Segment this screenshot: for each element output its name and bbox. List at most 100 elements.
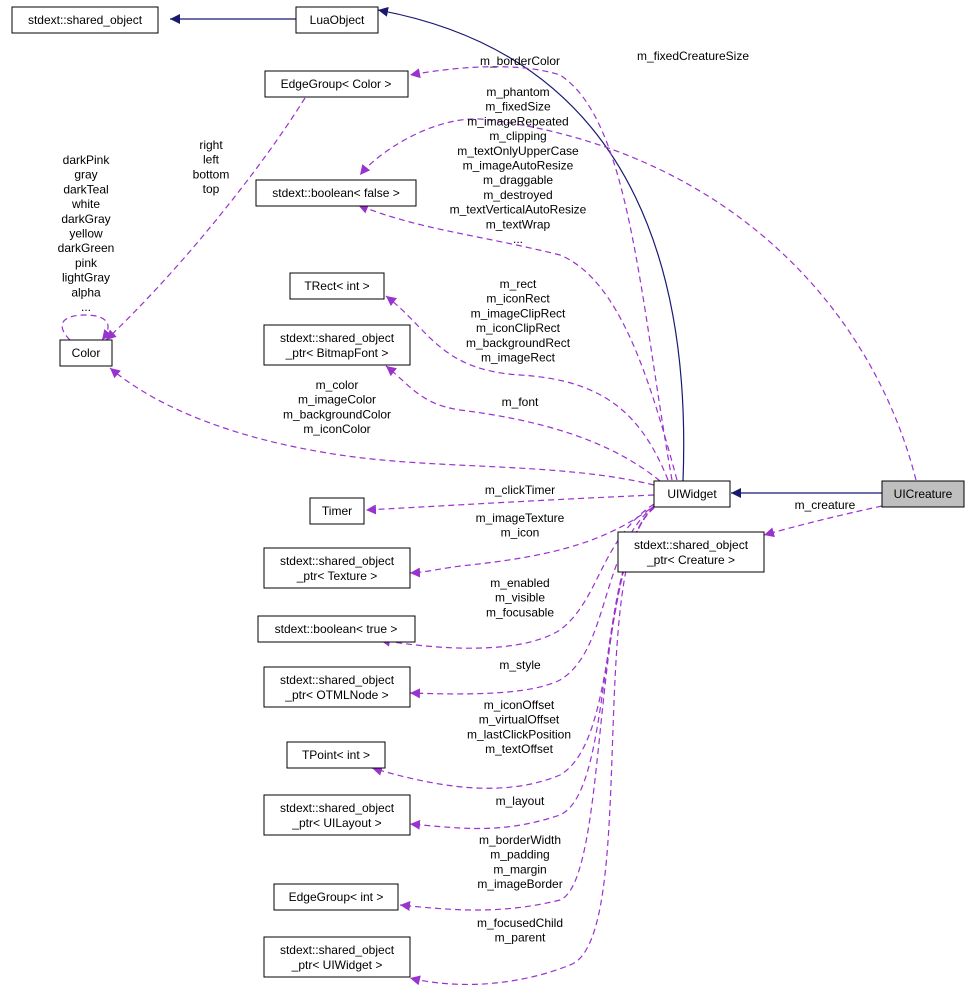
edge-label-line: alpha bbox=[71, 285, 101, 299]
node-uiwidget[interactable]: UIWidget bbox=[653, 480, 731, 508]
edge-label-line: m_textVerticalAutoResize bbox=[450, 203, 587, 217]
node-label-line2: _ptr< UIWidget > bbox=[291, 958, 383, 972]
node-shared-ptr-creature[interactable]: stdext::shared_object _ptr< Creature > bbox=[617, 531, 765, 573]
node-label-line1: stdext::shared_object bbox=[280, 801, 395, 815]
node-label-line2: _ptr< Texture > bbox=[296, 569, 378, 583]
edge-label-line: darkPink bbox=[63, 153, 111, 167]
edge-label-style: m_style bbox=[499, 658, 541, 672]
edge-label-line: m_imageBorder bbox=[477, 877, 562, 891]
node-label-line2: _ptr< Creature > bbox=[646, 553, 735, 567]
edge-label-line: m_iconOffset bbox=[484, 698, 555, 712]
edge-widgets bbox=[409, 507, 655, 986]
edge-label-line: m_parent bbox=[495, 931, 546, 945]
node-label-line2: _ptr< OTMLNode > bbox=[284, 688, 388, 702]
node-shared-ptr-bitmapfont[interactable]: stdext::shared_object _ptr< BitmapFont > bbox=[263, 324, 411, 366]
node-edge-group-int[interactable]: EdgeGroup< int > bbox=[273, 883, 399, 911]
edge-label-line: m_backgroundRect bbox=[466, 336, 571, 350]
edge-label-line: m_fixedCreatureSize bbox=[637, 49, 749, 63]
node-label: TRect< int > bbox=[304, 279, 369, 293]
edge-label-line: m_imageColor bbox=[298, 393, 376, 407]
edge-creature bbox=[763, 505, 883, 538]
node-tpoint-int[interactable]: TPoint< int > bbox=[286, 741, 386, 769]
edge-label-line: gray bbox=[74, 168, 97, 182]
edge-fixed-creature-size bbox=[359, 118, 917, 481]
edge-booleans-true bbox=[379, 503, 655, 649]
edge-label-line: m_draggable bbox=[483, 173, 553, 187]
edges bbox=[61, 6, 917, 986]
node-label: LuaObject bbox=[310, 13, 365, 27]
node-label: UICreature bbox=[894, 487, 953, 501]
edge-label-line: top bbox=[203, 182, 220, 196]
edge-label-line: bottom bbox=[193, 167, 230, 181]
node-timer[interactable]: Timer bbox=[309, 497, 365, 525]
edge-label-line: m_textOnlyUpperCase bbox=[457, 144, 579, 158]
node-label-line2: _ptr< UILayout > bbox=[291, 816, 381, 830]
edge-click-timer bbox=[365, 494, 655, 515]
edge-label-line: m_backgroundColor bbox=[283, 407, 391, 421]
edge-label-rects: m_rectm_iconRectm_imageClipRectm_iconCli… bbox=[466, 277, 571, 365]
node-label-line2: _ptr< BitmapFont > bbox=[285, 346, 389, 360]
node-shared-object[interactable]: stdext::shared_object bbox=[11, 6, 159, 34]
edge-label-line: m_textWrap bbox=[486, 217, 551, 231]
edge-label-line: m_rect bbox=[500, 277, 537, 291]
node-shared-ptr-texture[interactable]: stdext::shared_object _ptr< Texture > bbox=[263, 547, 411, 589]
edge-label-line: m_fixedSize bbox=[485, 100, 551, 114]
edge-label-line: m_virtualOffset bbox=[479, 713, 560, 727]
node-label: Color bbox=[72, 346, 101, 360]
node-shared-ptr-otmlnode[interactable]: stdext::shared_object _ptr< OTMLNode > bbox=[263, 666, 411, 708]
edge-label-line: m_iconRect bbox=[486, 292, 550, 306]
edge-edgegroup-color-color bbox=[105, 97, 306, 341]
edge-textures bbox=[409, 502, 659, 578]
edge-label-line: m_focusedChild bbox=[477, 916, 563, 930]
node-color[interactable]: Color bbox=[59, 339, 113, 367]
edge-label-line: m_imageRect bbox=[481, 351, 556, 365]
edge-label-line: m_borderColor bbox=[480, 54, 560, 68]
edge-label-line: m_clipping bbox=[489, 129, 546, 143]
edge-label-line: m_imageClipRect bbox=[471, 306, 566, 320]
node-shared-ptr-uiwidget[interactable]: stdext::shared_object _ptr< UIWidget > bbox=[263, 936, 411, 978]
edge-label-line: m_layout bbox=[496, 794, 545, 808]
node-label: stdext::boolean< false > bbox=[272, 186, 399, 200]
node-uicreature[interactable]: UICreature bbox=[881, 480, 965, 508]
edge-label-line: m_iconClipRect bbox=[476, 321, 561, 335]
node-label: UIWidget bbox=[667, 487, 717, 501]
edge-label-line: lightGray bbox=[62, 271, 110, 285]
node-edge-group-color[interactable]: EdgeGroup< Color > bbox=[264, 70, 409, 98]
node-label: TPoint< int > bbox=[302, 748, 370, 762]
edge-label-line: m_padding bbox=[490, 848, 549, 862]
edge-label-line: m_focusable bbox=[486, 605, 554, 619]
edge-colors bbox=[109, 367, 655, 486]
node-label-line1: stdext::shared_object bbox=[280, 673, 395, 687]
node-trect-int[interactable]: TRect< int > bbox=[289, 272, 385, 300]
edge-border-color bbox=[409, 66, 673, 481]
node-label-line1: stdext::shared_object bbox=[634, 538, 749, 552]
edge-label-edge-group-int-fields: m_borderWidthm_paddingm_marginm_imageBor… bbox=[477, 833, 562, 891]
edge-label-color-self: darkPinkgraydarkTealwhitedarkGrayyellowd… bbox=[58, 153, 115, 314]
edge-label-line: m_imageAutoResize bbox=[463, 159, 574, 173]
edge-label-click-timer: m_clickTimer bbox=[485, 483, 555, 497]
node-label-line1: stdext::shared_object bbox=[280, 554, 395, 568]
edge-label-line: m_style bbox=[499, 658, 541, 672]
edge-rects bbox=[385, 295, 669, 481]
node-label-line1: stdext::shared_object bbox=[280, 943, 395, 957]
node-label: stdext::shared_object bbox=[28, 13, 143, 27]
node-boolean-true[interactable]: stdext::boolean< true > bbox=[257, 615, 416, 643]
edge-label-line: m_creature bbox=[795, 498, 856, 512]
edge-label-line: darkGray bbox=[61, 212, 110, 226]
node-label-line1: stdext::shared_object bbox=[280, 331, 395, 345]
edge-label-line: m_clickTimer bbox=[485, 483, 555, 497]
edge-label-line: m_phantom bbox=[486, 85, 549, 99]
edge-label-line: right bbox=[199, 138, 223, 152]
edge-label-line: m_borderWidth bbox=[479, 833, 561, 847]
edge-label-line: ... bbox=[513, 232, 523, 246]
edge-label-line: left bbox=[203, 153, 220, 167]
node-boolean-false[interactable]: stdext::boolean< false > bbox=[255, 179, 417, 207]
edge-label-line: white bbox=[71, 197, 100, 211]
edge-label-line: yellow bbox=[69, 227, 103, 241]
node-shared-ptr-uilayout[interactable]: stdext::shared_object _ptr< UILayout > bbox=[263, 794, 411, 836]
edge-label-line: pink bbox=[75, 256, 98, 270]
node-luaobject[interactable]: LuaObject bbox=[295, 6, 379, 34]
